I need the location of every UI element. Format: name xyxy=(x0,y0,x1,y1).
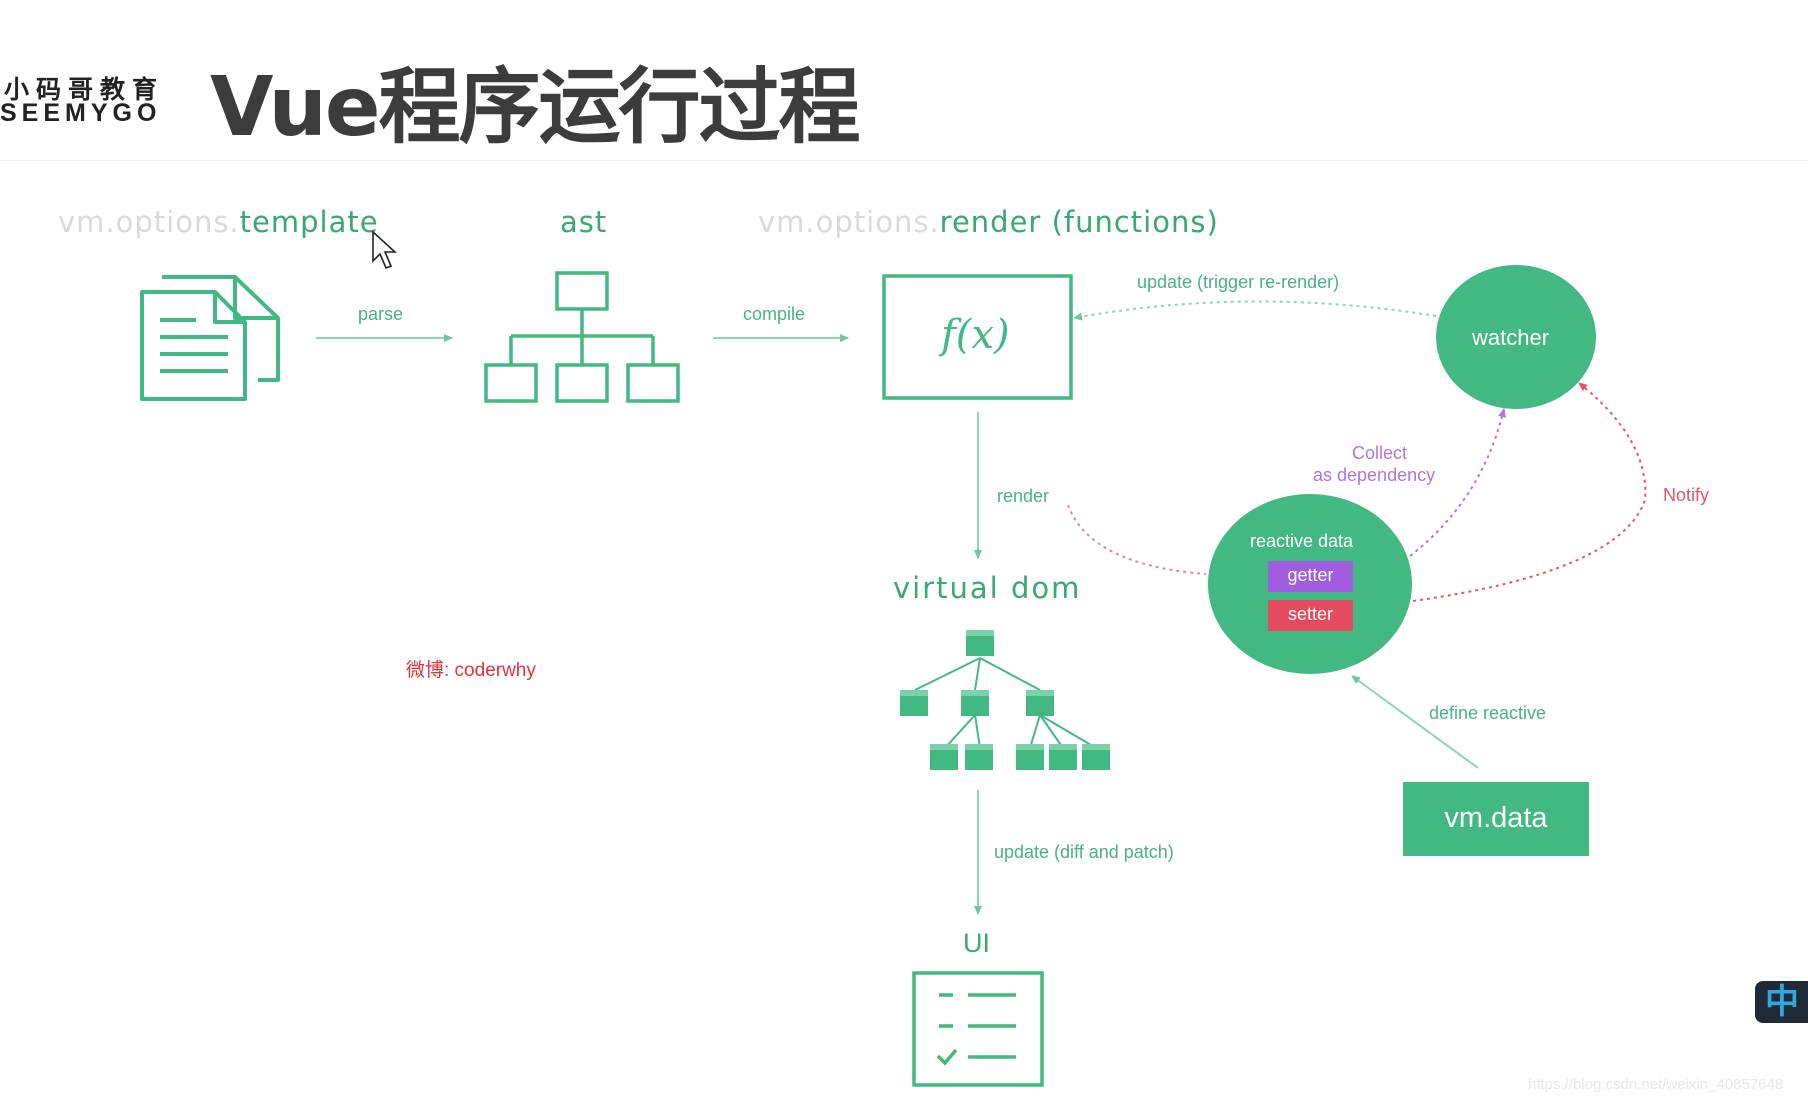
collect-label-line2: as dependency xyxy=(1313,465,1436,485)
render-label: render xyxy=(997,486,1050,506)
template-heading-label: template xyxy=(239,205,379,239)
watcher-circle xyxy=(1436,265,1596,409)
mouse-cursor-icon xyxy=(372,230,398,270)
update-trigger-label: update (trigger re-render) xyxy=(1137,272,1340,292)
render-function-label: f(x) xyxy=(941,312,1010,358)
ime-language-indicator[interactable]: 中 xyxy=(1755,981,1808,1023)
getter-label: getter xyxy=(1287,565,1334,585)
virtual-dom-heading: virtual dom xyxy=(893,571,1082,605)
update-diff-label: update (diff and patch) xyxy=(994,842,1174,862)
vm-data-label: vm.data xyxy=(1444,802,1548,834)
getter-box xyxy=(1268,561,1353,592)
header-divider xyxy=(0,160,1808,161)
render-heading-label: render (functions) xyxy=(939,205,1219,239)
ast-heading: ast xyxy=(560,205,608,239)
brand-logo-chinese: 小码哥教育 xyxy=(4,75,165,104)
compile-label: compile xyxy=(743,304,806,324)
virtual-dom-tree-icon xyxy=(900,630,1110,770)
vm-data-box xyxy=(1403,782,1589,856)
define-reactive-arrow xyxy=(1351,675,1479,769)
define-reactive-label: define reactive xyxy=(1429,703,1547,723)
collect-dependency-arrow xyxy=(1409,408,1507,557)
brand-logo-english: SEEMYGO xyxy=(0,99,162,127)
render-function-box xyxy=(882,274,1073,400)
setter-label: setter xyxy=(1287,604,1334,624)
notify-arrow xyxy=(1412,382,1647,602)
ui-checklist-icon xyxy=(912,971,1044,1087)
template-heading-prefix: vm.options. xyxy=(58,205,240,239)
slide-title: Vue程序运行过程 xyxy=(210,60,861,155)
weibo-credit: 微博: coderwhy xyxy=(406,660,536,681)
collect-label-line1: Collect xyxy=(1352,443,1408,463)
template-heading: vm.options.template xyxy=(58,205,379,239)
watcher-label: watcher xyxy=(1472,325,1550,350)
setter-box xyxy=(1268,600,1353,631)
template-document-icon xyxy=(140,275,280,401)
ast-tree-icon xyxy=(484,271,680,403)
source-watermark: https://blog.csdn.net/weixin_40857648 xyxy=(1528,1076,1784,1093)
update-trigger-arrow xyxy=(1073,300,1437,321)
notify-label: Notify xyxy=(1663,485,1710,505)
parse-label: parse xyxy=(358,304,404,324)
reactive-data-label: reactive data xyxy=(1250,531,1354,551)
ui-heading: UI xyxy=(963,928,990,958)
render-heading-prefix: vm.options. xyxy=(758,205,940,239)
render-reactive-link xyxy=(1067,504,1207,575)
render-heading: vm.options.render (functions) xyxy=(758,205,1219,239)
